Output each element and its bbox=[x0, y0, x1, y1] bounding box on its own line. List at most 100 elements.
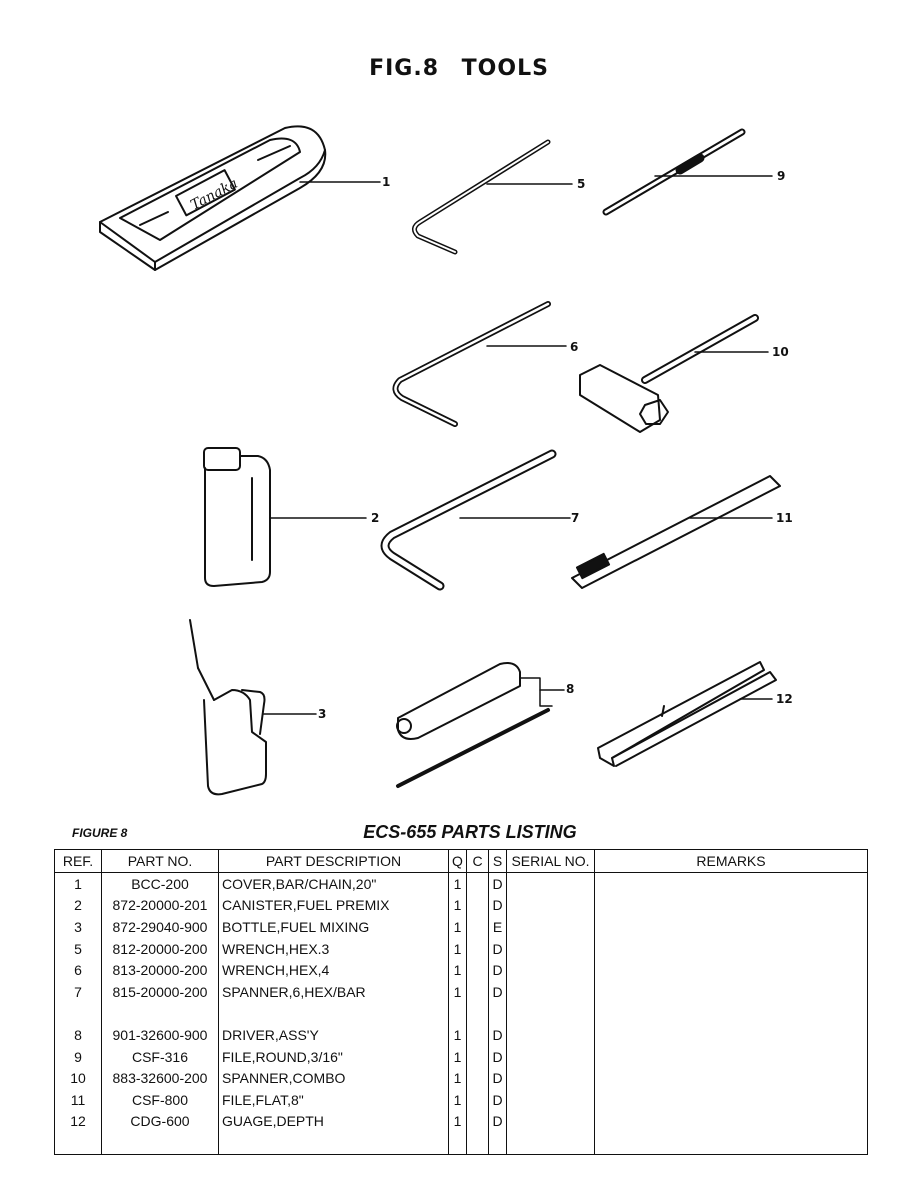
cell-remarks bbox=[594, 1045, 868, 1068]
cell-part-no: BCC-200 bbox=[101, 872, 219, 895]
cell-serial-no bbox=[506, 1088, 595, 1111]
cell-part-no: 901-32600-900 bbox=[101, 1024, 219, 1046]
cell-s: D bbox=[488, 894, 507, 917]
cell-ref: 12 bbox=[54, 1110, 102, 1133]
cell-s: D bbox=[488, 1088, 507, 1111]
cell-serial-no bbox=[506, 980, 595, 1003]
cell-serial-no bbox=[506, 959, 595, 981]
cell-part-no: 883-32600-200 bbox=[101, 1067, 219, 1089]
cell-ref: 7 bbox=[54, 980, 102, 1003]
cell-remarks bbox=[594, 1024, 868, 1046]
cell-q: 1 bbox=[448, 916, 467, 938]
cell-c bbox=[466, 1110, 489, 1133]
cell-description: DRIVER,ASS'Y bbox=[218, 1024, 449, 1046]
cell-description: FILE,ROUND,3/16" bbox=[218, 1045, 449, 1068]
cell-description: BOTTLE,FUEL MIXING bbox=[218, 916, 449, 938]
cell-ref: 3 bbox=[54, 916, 102, 938]
cell-remarks bbox=[594, 872, 868, 895]
cell-s: D bbox=[488, 1110, 507, 1133]
cell-ref: 10 bbox=[54, 1067, 102, 1089]
header-part-description: PART DESCRIPTION bbox=[218, 849, 449, 873]
cell-q: 1 bbox=[448, 980, 467, 1003]
cell-q: 1 bbox=[448, 959, 467, 981]
cell-ref: 11 bbox=[54, 1088, 102, 1111]
cell-c bbox=[466, 916, 489, 938]
cell-c bbox=[466, 1132, 489, 1155]
cell-remarks bbox=[594, 894, 868, 917]
cell-s: D bbox=[488, 980, 507, 1003]
cell-remarks bbox=[594, 959, 868, 981]
cell-ref: 8 bbox=[54, 1024, 102, 1046]
cell-s: E bbox=[488, 916, 507, 938]
cell-description: SPANNER,6,HEX/BAR bbox=[218, 980, 449, 1003]
cell-serial-no bbox=[506, 1110, 595, 1133]
cell-q: 1 bbox=[448, 894, 467, 917]
cell-s: D bbox=[488, 937, 507, 960]
cell-s: D bbox=[488, 959, 507, 981]
cell-q: 1 bbox=[448, 1024, 467, 1046]
cell-serial-no bbox=[506, 894, 595, 917]
header-part-no: PART NO. bbox=[101, 849, 219, 873]
cell-part-no bbox=[101, 1002, 219, 1025]
header-ref: REF. bbox=[54, 849, 102, 873]
cell-s: D bbox=[488, 1024, 507, 1046]
cell-c bbox=[466, 980, 489, 1003]
header-s: S bbox=[488, 849, 507, 873]
cell-q bbox=[448, 1002, 467, 1025]
cell-ref bbox=[54, 1002, 102, 1025]
cell-ref: 6 bbox=[54, 959, 102, 981]
table-row bbox=[54, 1132, 868, 1155]
cell-ref bbox=[54, 1132, 102, 1155]
cell-s: D bbox=[488, 872, 507, 895]
cell-part-no: CSF-800 bbox=[101, 1088, 219, 1111]
cell-ref: 9 bbox=[54, 1045, 102, 1068]
cell-c bbox=[466, 937, 489, 960]
cell-description: CANISTER,FUEL PREMIX bbox=[218, 894, 449, 917]
cell-c bbox=[466, 959, 489, 981]
callout-9: 9 bbox=[777, 169, 786, 183]
table-header-row: REF. PART NO. PART DESCRIPTION Q C S SER… bbox=[54, 849, 868, 873]
cell-c bbox=[466, 1045, 489, 1068]
callout-11: 11 bbox=[776, 511, 793, 525]
cell-serial-no bbox=[506, 1045, 595, 1068]
cell-remarks bbox=[594, 1132, 868, 1155]
callout-1: 1 bbox=[382, 175, 391, 189]
cell-ref: 2 bbox=[54, 894, 102, 917]
cell-description: COVER,BAR/CHAIN,20" bbox=[218, 872, 449, 895]
cell-part-no: CSF-316 bbox=[101, 1045, 219, 1068]
header-remarks: REMARKS bbox=[594, 849, 868, 873]
cell-ref: 1 bbox=[54, 872, 102, 895]
callout-6: 6 bbox=[570, 340, 579, 354]
callout-5: 5 bbox=[577, 177, 586, 191]
cell-q bbox=[448, 1132, 467, 1155]
header-q: Q bbox=[448, 849, 467, 873]
cell-serial-no bbox=[506, 1024, 595, 1046]
callout-12: 12 bbox=[776, 692, 793, 706]
cell-part-no: CDG-600 bbox=[101, 1110, 219, 1133]
callout-10: 10 bbox=[772, 345, 789, 359]
cell-remarks bbox=[594, 1088, 868, 1111]
cell-remarks bbox=[594, 1067, 868, 1089]
tools-illustration: Tanaka bbox=[99, 125, 781, 796]
cell-description bbox=[218, 1132, 449, 1155]
cell-serial-no bbox=[506, 1132, 595, 1155]
cell-description: WRENCH,HEX,4 bbox=[218, 959, 449, 981]
bar-chain-cover-drawing: Tanaka bbox=[99, 125, 327, 271]
cell-description: GUAGE,DEPTH bbox=[218, 1110, 449, 1133]
callout-3: 3 bbox=[318, 707, 327, 721]
cell-serial-no bbox=[506, 1002, 595, 1025]
cell-description: SPANNER,COMBO bbox=[218, 1067, 449, 1089]
cell-part-no: 872-29040-900 bbox=[101, 916, 219, 938]
parts-listing-title: ECS-655 PARTS LISTING bbox=[363, 822, 577, 842]
page-title: FIG.8 TOOLS bbox=[369, 56, 549, 81]
cell-remarks bbox=[594, 980, 868, 1003]
cell-c bbox=[466, 1067, 489, 1089]
cell-c bbox=[466, 894, 489, 917]
cell-q: 1 bbox=[448, 872, 467, 895]
table-row bbox=[54, 1002, 868, 1025]
cell-c bbox=[466, 1002, 489, 1025]
